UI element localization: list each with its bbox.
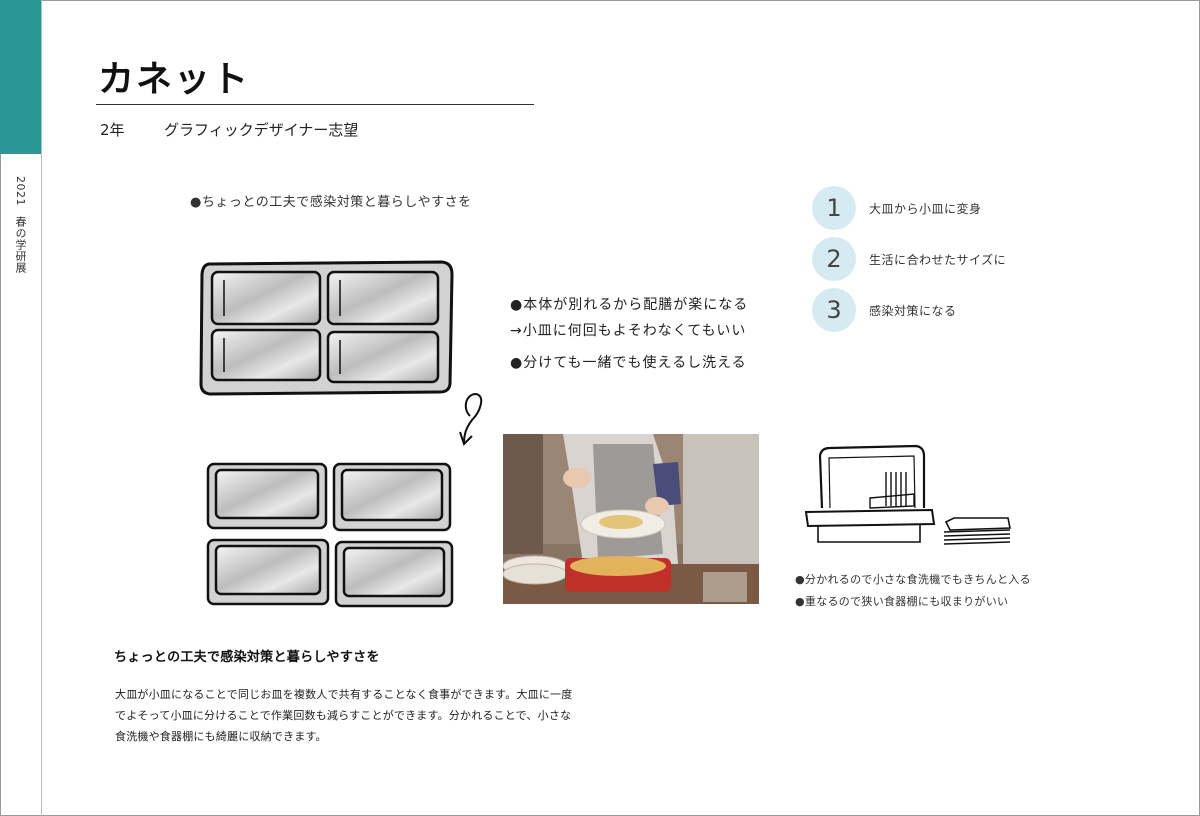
point-number: 2: [812, 237, 856, 281]
point-label: 感染対策になる: [869, 303, 957, 318]
curved-arrow-icon: [459, 392, 483, 446]
feature-2: →小皿に何回もよそわなくてもいい: [510, 323, 747, 339]
subtitle: 2年 グラフィックデザイナー志望: [100, 119, 358, 140]
sidebar-event: 春の学研展: [14, 216, 27, 274]
tagline: ●ちょっとの工夫で感染対策と暮らしやすさを: [190, 195, 472, 210]
accent-tab: [0, 0, 41, 154]
aspiration: グラフィックデザイナー志望: [164, 121, 359, 139]
body-line: 大皿が小皿になることで同じお皿を複数人で共有することなく食事ができます。大皿に一…: [115, 688, 573, 701]
sidebar-year: 2021: [14, 176, 27, 206]
grade: 2年: [100, 121, 125, 139]
point-item: 2 生活に合わせたサイズに: [812, 237, 1006, 281]
feature-1: ●本体が別れるから配膳が楽になる: [510, 297, 749, 313]
title-rule: [96, 104, 534, 105]
tray-separated-illustration: [206, 462, 454, 608]
body-line: 食洗機や食器棚にも綺麗に収納できます。: [115, 730, 327, 743]
point-number: 1: [812, 186, 856, 230]
serving-photo: [503, 434, 759, 604]
storage-note-2: ●重なるので狭い食器棚にも収まりがいい: [795, 595, 1009, 608]
point-label: 生活に合わせたサイズに: [869, 252, 1007, 267]
body-line: でよそって小皿に分けることで作業回数も減らすことができます。分かれることで、小さ…: [115, 709, 572, 722]
dishwasher-illustration: [804, 444, 1011, 545]
point-item: 3 感染対策になる: [812, 288, 1006, 332]
point-number: 3: [812, 288, 856, 332]
page-title: カネット: [98, 59, 251, 100]
point-label: 大皿から小皿に変身: [869, 201, 982, 216]
sidebar-label: 2021 春の学研展: [12, 176, 28, 274]
storage-note-1: ●分かれるので小さな食洗機でもきちんと入る: [795, 573, 1031, 586]
feature-3: ●分けても一緒でも使えるし洗える: [510, 355, 747, 371]
point-item: 1 大皿から小皿に変身: [812, 186, 1006, 230]
body-heading: ちょっとの工夫で感染対策と暮らしやすさを: [114, 650, 380, 665]
side-divider: [41, 0, 42, 816]
point-list: 1 大皿から小皿に変身 2 生活に合わせたサイズに 3 感染対策になる: [812, 186, 1006, 339]
body-text: 大皿が小皿になることで同じお皿を複数人で共有することなく食事ができます。大皿に一…: [115, 684, 615, 747]
tray-large-illustration: [199, 260, 454, 396]
